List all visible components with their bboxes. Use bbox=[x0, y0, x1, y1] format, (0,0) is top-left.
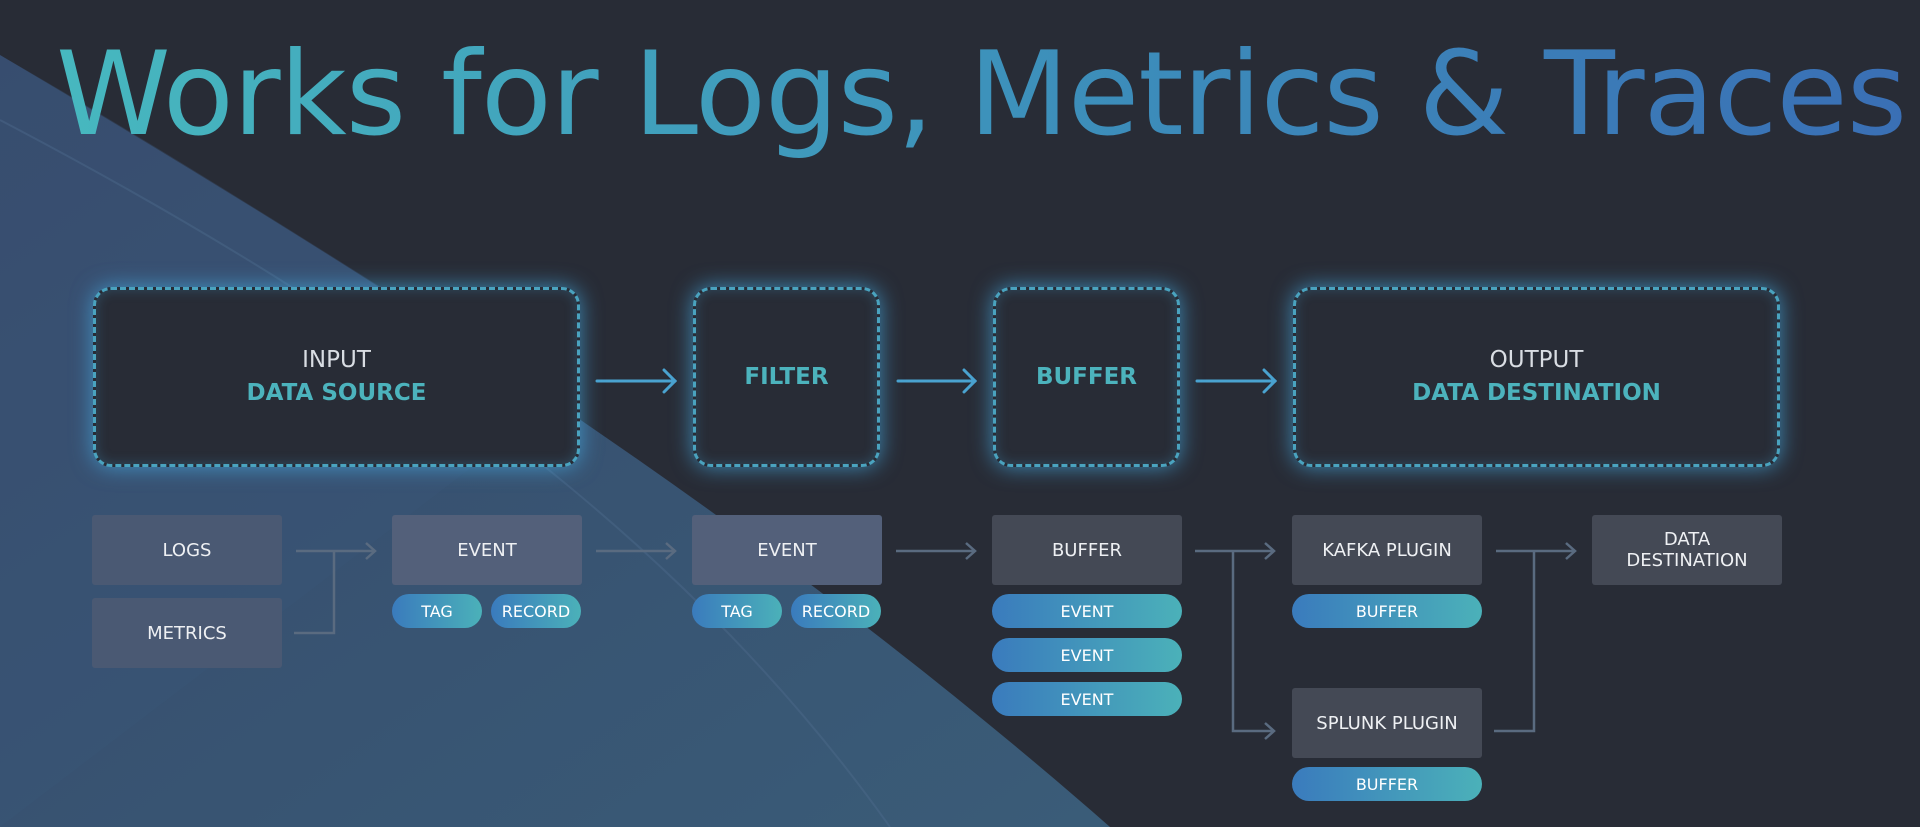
kafka-buffer-pill: BUFFER bbox=[1292, 594, 1482, 628]
event-box-input: EVENT bbox=[392, 515, 582, 585]
splunk-plugin-box: SPLUNK PLUGIN bbox=[1292, 688, 1482, 758]
stage-output: OUTPUT DATA DESTINATION bbox=[1293, 287, 1780, 467]
page-title: Works for Logs, Metrics & Traces bbox=[56, 20, 1907, 170]
stage-buffer: BUFFER bbox=[993, 287, 1180, 467]
connector-plugins-destination bbox=[1494, 542, 1577, 733]
stage-buffer-label: BUFFER bbox=[1035, 363, 1138, 390]
connector-buffer-plugins bbox=[1195, 542, 1276, 740]
stage-input: INPUT DATA SOURCE bbox=[93, 287, 580, 467]
stage-output-kind: OUTPUT bbox=[1489, 347, 1584, 373]
arrow-filter-buffer bbox=[896, 368, 978, 394]
stage-filter-label: FILTER bbox=[744, 363, 829, 390]
arrow-input-filter bbox=[595, 368, 678, 394]
tag-pill-input: TAG bbox=[392, 594, 482, 628]
buffer-event-pill: EVENT bbox=[992, 682, 1182, 716]
record-pill-input: RECORD bbox=[491, 594, 581, 628]
data-destination-box: DATA DESTINATION bbox=[1592, 515, 1782, 585]
buffer-event-pill: EVENT bbox=[992, 638, 1182, 672]
splunk-buffer-pill: BUFFER bbox=[1292, 767, 1482, 801]
stage-input-label: DATA SOURCE bbox=[246, 380, 427, 406]
connector-event-buffer bbox=[896, 542, 977, 560]
connector-event-event bbox=[596, 542, 677, 560]
logs-box: LOGS bbox=[92, 515, 282, 585]
record-pill-filter: RECORD bbox=[791, 594, 881, 628]
stage-filter: FILTER bbox=[693, 287, 880, 467]
stage-input-kind: INPUT bbox=[302, 347, 371, 373]
connector-logs-metrics-event bbox=[294, 542, 377, 635]
kafka-plugin-box: KAFKA PLUGIN bbox=[1292, 515, 1482, 585]
stage-output-label: DATA DESTINATION bbox=[1412, 380, 1661, 406]
buffer-box: BUFFER bbox=[992, 515, 1182, 585]
metrics-box: METRICS bbox=[92, 598, 282, 668]
buffer-event-pill: EVENT bbox=[992, 594, 1182, 628]
event-box-filter: EVENT bbox=[692, 515, 882, 585]
arrow-buffer-output bbox=[1195, 368, 1278, 394]
tag-pill-filter: TAG bbox=[692, 594, 782, 628]
